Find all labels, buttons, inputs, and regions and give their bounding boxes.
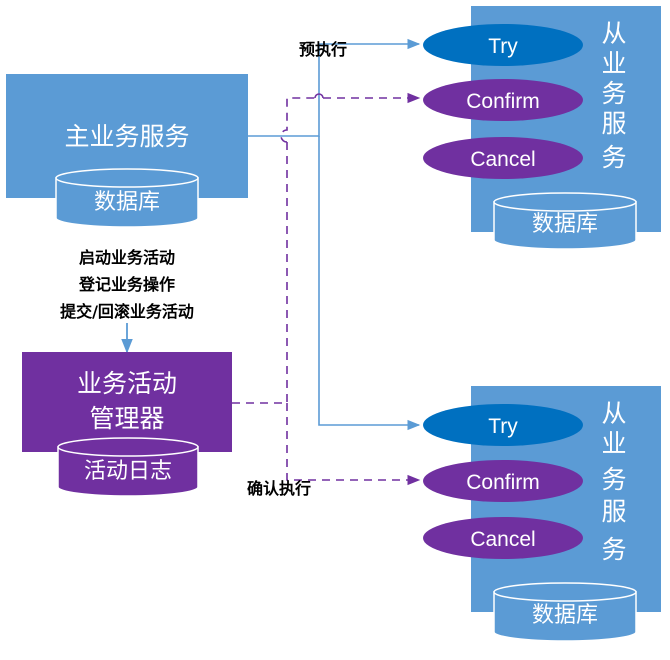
slave-service-1-database: 数据库 xyxy=(493,192,637,250)
try-arrow-bottom xyxy=(318,136,421,431)
slave-service-1-cancel-op xyxy=(423,137,583,179)
main-service-title: 主业务服务 xyxy=(64,122,189,151)
slave-service-2-title-char: 务 xyxy=(601,535,626,564)
step-labels: 启动业务活动 登记业务操作 提交/回滚业务活动 xyxy=(60,248,194,321)
slave-service-1-title-char: 服 xyxy=(601,109,626,138)
slave-service-2-cancel-op xyxy=(423,517,583,559)
slave-service-2-database: 数据库 xyxy=(493,582,637,642)
activity-manager-title-line1: 业务活动 xyxy=(77,369,177,398)
activity-manager-title-line2: 管理器 xyxy=(89,404,164,433)
manager-to-confirm-trunk xyxy=(232,142,288,404)
confirm-connectors xyxy=(232,92,421,486)
slave-service-1-confirm-label: Confirm xyxy=(466,90,540,113)
step-register-label: 登记业务操作 xyxy=(78,275,175,294)
slave-service-1-confirm-op xyxy=(423,79,583,121)
slave-service-2-title-char: 业 xyxy=(601,429,626,458)
slave-service-2-try-op xyxy=(423,404,583,446)
main-service: 主业务服务 数据库 xyxy=(6,74,248,228)
slave-service-2-cancel-label: Cancel xyxy=(470,528,535,551)
activity-manager: 业务活动 管理器 活动日志 xyxy=(22,352,232,497)
activity-log-database: 活动日志 xyxy=(57,437,199,497)
slave-service-2-confirm-label: Confirm xyxy=(466,471,540,494)
activity-manager-box xyxy=(22,352,232,452)
confirm-execute-label: 确认执行 xyxy=(247,479,311,498)
slave-service-2-try-label: Try xyxy=(488,415,518,438)
confirm-hop-over-try xyxy=(314,93,324,99)
slave-service-1: 从 业 务 服 务 Try Confirm Cancel 数据库 xyxy=(423,6,661,250)
main-service-database-label: 数据库 xyxy=(94,190,160,215)
try-connectors xyxy=(248,38,421,431)
slave-service-1-cancel-label: Cancel xyxy=(470,148,535,171)
slave-service-2: 从 业 务 服 务 Try Confirm Cancel 数据库 xyxy=(423,386,661,642)
slave-service-1-title-char: 从 xyxy=(601,19,626,48)
step-commit-label: 提交/回滚业务活动 xyxy=(60,302,194,321)
slave-service-2-database-label: 数据库 xyxy=(532,603,598,628)
slave-service-1-try-op xyxy=(423,24,583,66)
slave-service-2-title-char: 服 xyxy=(601,497,626,526)
step-start-label: 启动业务活动 xyxy=(79,248,175,267)
main-service-database: 数据库 xyxy=(55,168,199,228)
slave-service-1-title-char: 务 xyxy=(601,143,626,172)
slave-service-1-title-char: 业 xyxy=(601,49,626,78)
activity-log-label: 活动日志 xyxy=(84,459,172,484)
slave-service-2-title-char: 务 xyxy=(601,465,626,494)
slave-service-2-title-char: 从 xyxy=(601,399,626,428)
slave-service-1-database-label: 数据库 xyxy=(532,212,598,237)
slave-service-1-title-char: 务 xyxy=(601,79,626,108)
confirm-hop-lower xyxy=(280,97,315,143)
slave-service-2-confirm-op xyxy=(423,460,583,502)
pre-execute-label: 预执行 xyxy=(299,40,347,59)
slave-service-1-try-label: Try xyxy=(488,35,518,58)
confirm-arrow-bottom xyxy=(286,403,421,486)
